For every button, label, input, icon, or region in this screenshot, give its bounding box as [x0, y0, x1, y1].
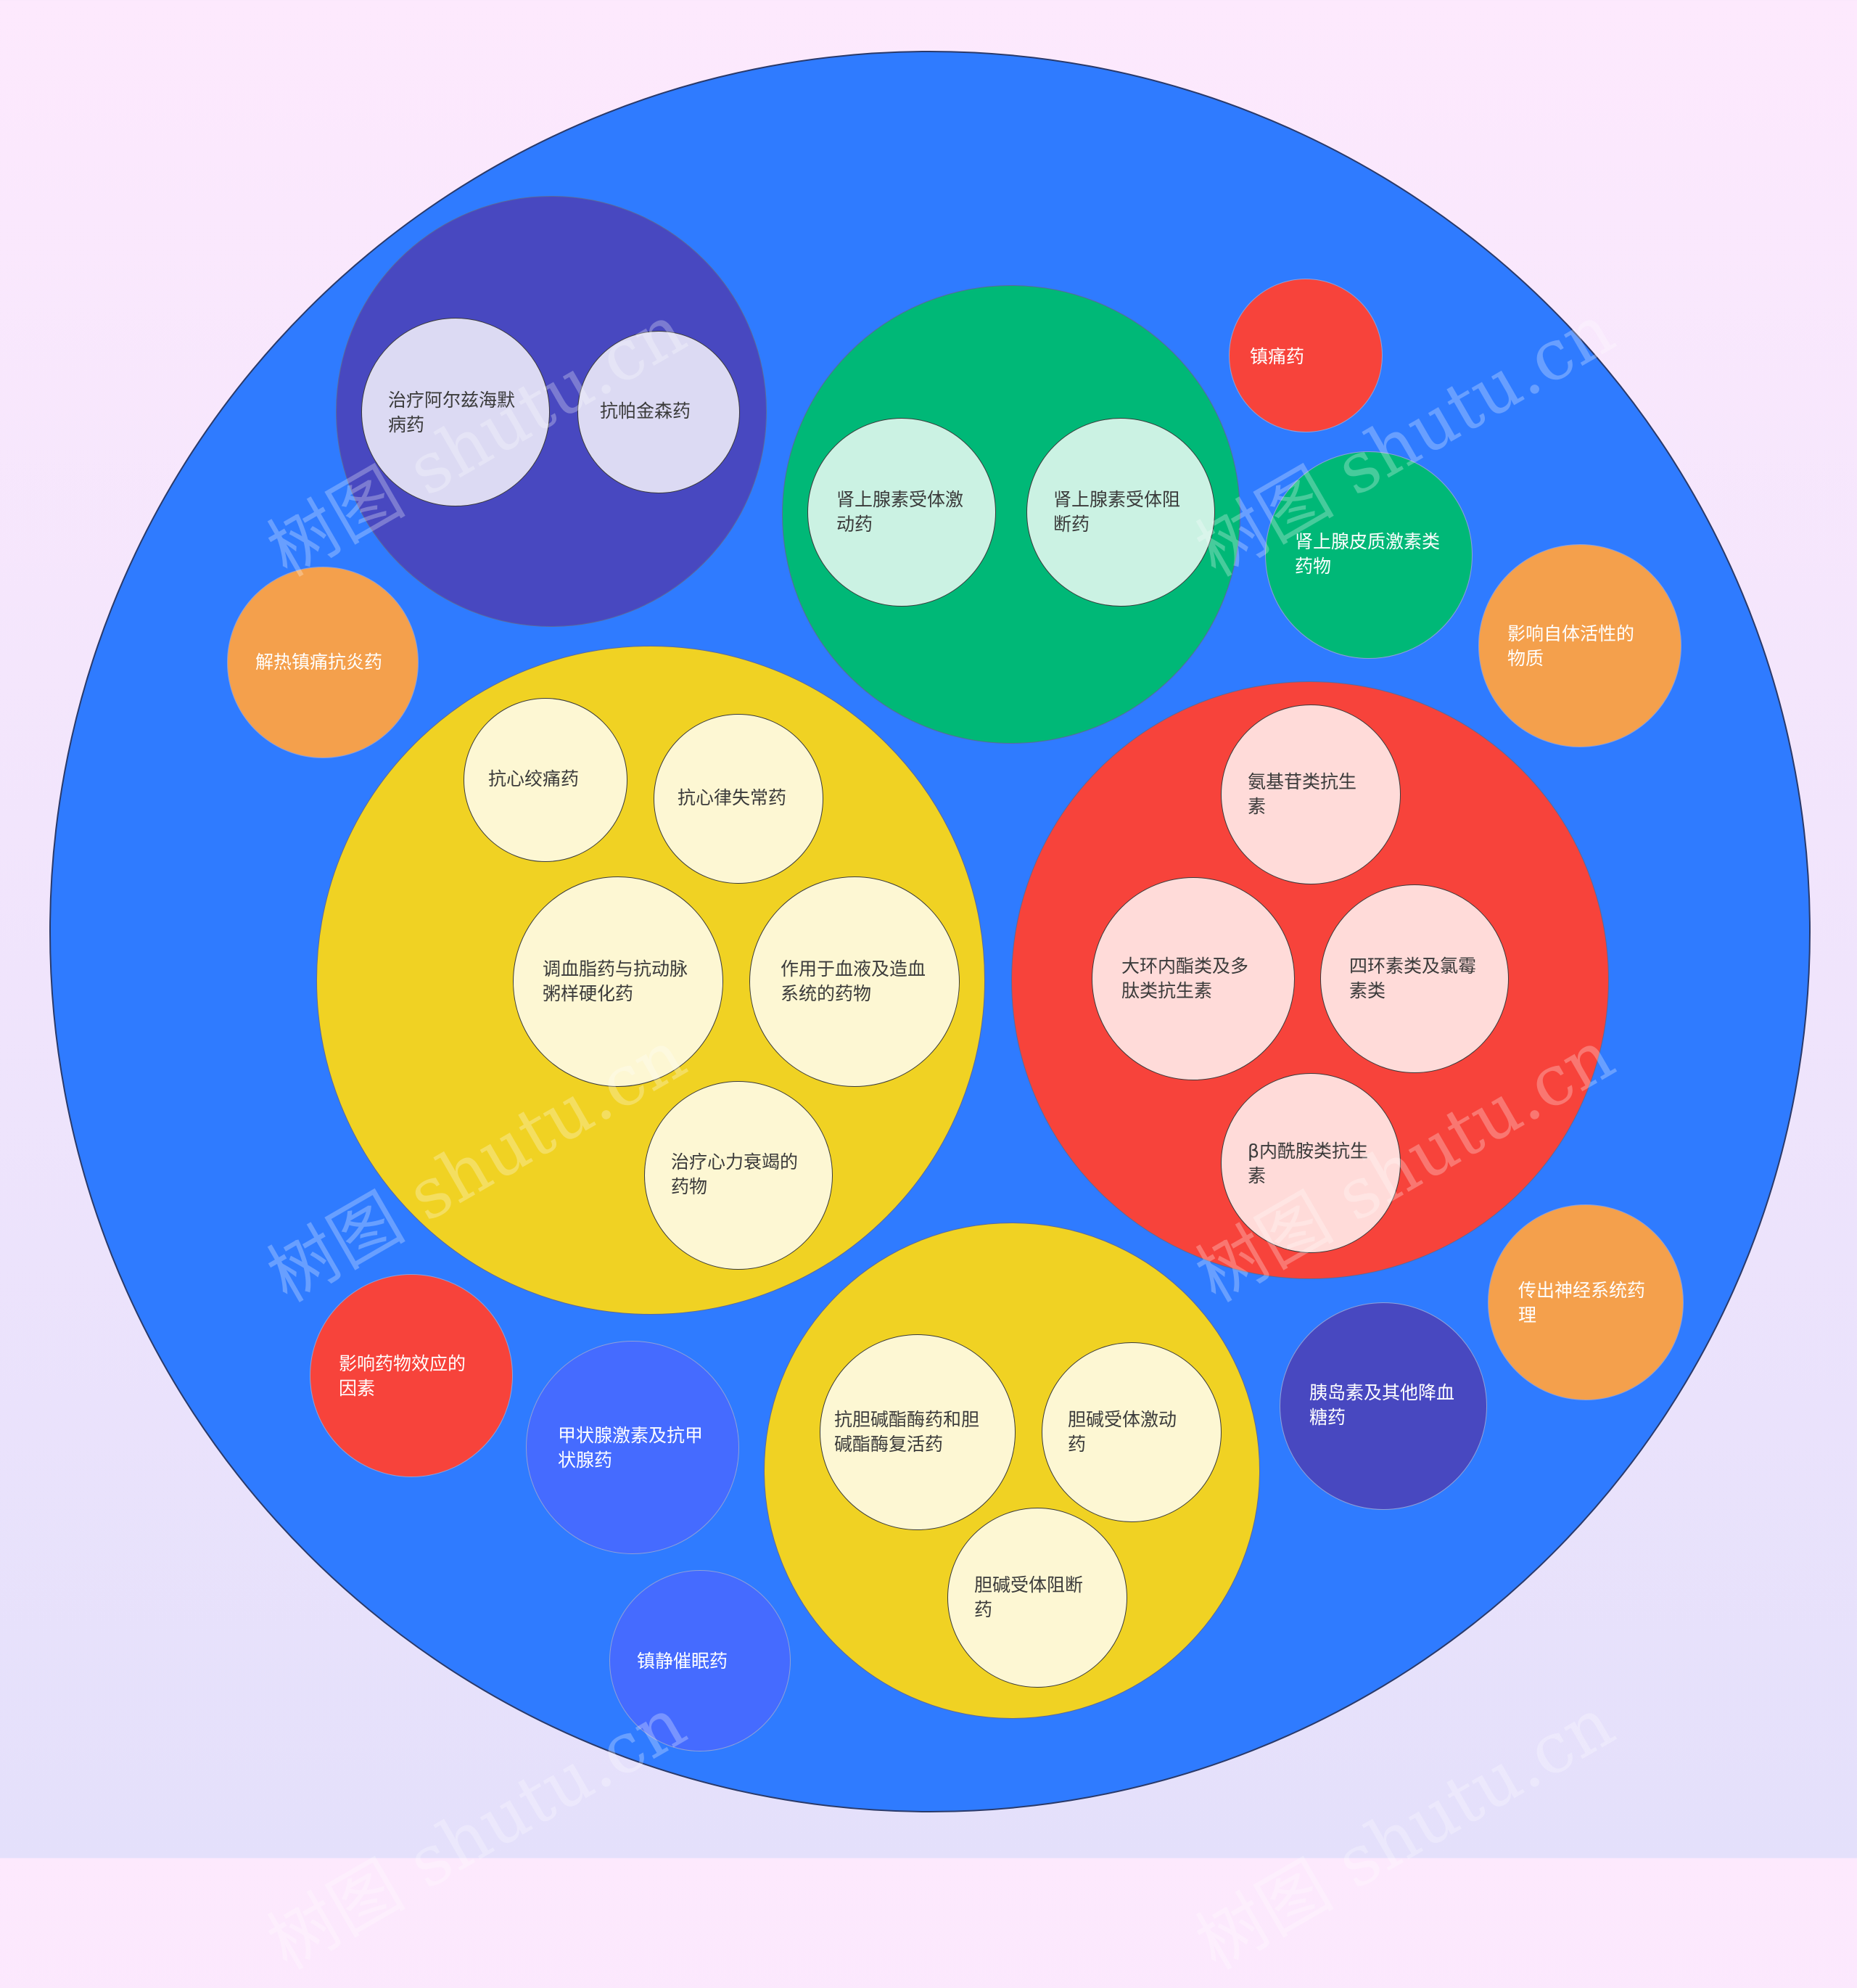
node-label-line: 因素: [339, 1378, 376, 1399]
node-label-line: 解热镇痛抗炎药: [255, 652, 383, 673]
node-label-line: 影响药物效应的: [339, 1353, 466, 1374]
node-label: 肾上腺素受体激动药: [836, 488, 963, 537]
node-label-line: 系统的药物: [781, 983, 872, 1004]
node-label-line: 物质: [1507, 648, 1544, 669]
topic-circle: [1478, 544, 1681, 747]
node-label-line: 素: [1248, 796, 1267, 817]
leaf-circle: [644, 1081, 833, 1270]
node-label-line: 甲状腺激素及抗甲: [558, 1425, 704, 1446]
node-label-line: 肽类抗生素: [1121, 980, 1213, 1001]
node-label: 大环内酯类及多肽类抗生素: [1121, 954, 1248, 1003]
topic-circle: [1265, 451, 1473, 659]
node-label: 抗心绞痛药: [488, 767, 579, 792]
node-label-line: 胰岛素及其他降血: [1309, 1382, 1455, 1403]
node-label-line: 糖药: [1309, 1407, 1346, 1428]
node-label-line: 状腺药: [558, 1450, 613, 1471]
leaf-circle: [1320, 884, 1509, 1073]
leaf-circle: [464, 698, 627, 862]
node-label: 胆碱受体激动药: [1068, 1408, 1177, 1457]
node-label: 治疗心力衰竭的药物: [671, 1150, 798, 1199]
topic-circle: [1488, 1204, 1684, 1400]
leaf-circle: [513, 876, 723, 1087]
node-label-line: 药物: [671, 1176, 708, 1197]
node-label: 影响自体活性的物质: [1507, 622, 1634, 671]
node-label-line: 粥样硬化药: [543, 983, 634, 1004]
node-label: 四环素类及氯霉素类: [1349, 954, 1476, 1003]
topic-circle: [1280, 1302, 1487, 1510]
node-label: 解热镇痛抗炎药: [255, 650, 382, 675]
node-label-line: 病药: [388, 414, 425, 435]
node-label: 肾上腺素受体阻断药: [1053, 488, 1180, 537]
leaf-circle: [1042, 1342, 1222, 1522]
node-label-line: 氨基苷类抗生: [1248, 771, 1357, 792]
node-label-line: 理: [1518, 1305, 1537, 1326]
node-label-line: 作用于血液及造血: [781, 958, 926, 979]
leaf-circle: [947, 1508, 1127, 1688]
node-label-line: β内酰胺类抗生: [1248, 1141, 1368, 1162]
leaf-circle: [749, 876, 960, 1087]
node-label-line: 断药: [1053, 514, 1090, 535]
node-label-line: 肾上腺素受体激: [836, 489, 964, 510]
leaf-circle: [1221, 705, 1401, 884]
node-label-line: 肾上腺素受体阻: [1053, 489, 1181, 510]
node-label-line: 大环内酯类及多: [1121, 956, 1249, 977]
node-label-line: 传出神经系统药: [1518, 1280, 1646, 1301]
node-label: 作用于血液及造血系统的药物: [781, 957, 926, 1006]
node-label-line: 药: [974, 1599, 993, 1620]
node-label-line: 肾上腺皮质激素类: [1295, 531, 1441, 552]
leaf-circle: [1092, 877, 1295, 1080]
node-label-line: 影响自体活性的: [1507, 623, 1635, 644]
leaf-circle: [654, 714, 823, 884]
node-label-line: 药: [1068, 1434, 1087, 1455]
node-label-line: 四环素类及氯霉: [1349, 956, 1477, 977]
node-label-line: 碱酯酶复活药: [834, 1434, 944, 1455]
node-label: 抗心律失常药: [678, 786, 786, 810]
node-label: 镇痛药: [1250, 345, 1304, 369]
node-label-line: 胆碱受体阻断: [974, 1574, 1084, 1595]
topic-circle: [310, 1274, 513, 1477]
node-label: β内酰胺类抗生素: [1248, 1139, 1368, 1188]
node-label: 抗胆碱酯酶药和胆碱酯酶复活药: [834, 1408, 979, 1457]
node-label: 治疗阿尔兹海默病药: [388, 388, 515, 438]
node-label-line: 治疗阿尔兹海默: [388, 390, 516, 411]
leaf-circle: [1221, 1073, 1401, 1253]
node-label: 胆碱受体阻断药: [974, 1573, 1083, 1622]
node-label: 传出神经系统药理: [1518, 1278, 1645, 1328]
node-label-line: 抗心绞痛药: [488, 768, 580, 789]
node-label-line: 镇痛药: [1250, 346, 1305, 367]
leaf-circle: [577, 331, 740, 493]
node-label: 甲状腺激素及抗甲状腺药: [558, 1424, 703, 1473]
topic-circle: [526, 1341, 739, 1554]
node-label: 镇静催眠药: [637, 1649, 728, 1674]
node-label-line: 调血脂药与抗动脉: [543, 958, 688, 979]
node-label-line: 镇静催眠药: [637, 1651, 728, 1672]
node-label-line: 动药: [836, 514, 873, 535]
node-label: 调血脂药与抗动脉粥样硬化药: [543, 957, 688, 1006]
node-label: 抗帕金森药: [600, 399, 691, 424]
leaf-circle: [361, 318, 550, 506]
node-label-line: 药物: [1295, 556, 1332, 577]
leaf-circle: [807, 418, 996, 607]
node-label-line: 治疗心力衰竭的: [671, 1151, 799, 1172]
topic-circle: [609, 1570, 791, 1751]
bubble-diagram: 治疗阿尔兹海默病药 抗帕金森药肾上腺素受体激动药 肾上腺素受体阻断药抗心绞痛药抗心律…: [49, 51, 1811, 1812]
node-label-line: 抗胆碱酯酶药和胆: [834, 1409, 980, 1430]
topic-circle: [227, 567, 419, 758]
node-label-line: 抗帕金森药: [600, 401, 691, 422]
node-label: 胰岛素及其他降血糖药: [1309, 1381, 1454, 1430]
node-label-line: 胆碱受体激动: [1068, 1409, 1177, 1430]
node-label: 肾上腺皮质激素类药物: [1295, 530, 1440, 579]
node-label-line: 素类: [1349, 980, 1386, 1001]
node-label: 氨基苷类抗生素: [1248, 770, 1356, 819]
node-label-line: 素: [1248, 1165, 1267, 1186]
leaf-circle: [820, 1334, 1016, 1530]
node-label: 影响药物效应的因素: [339, 1352, 466, 1401]
leaf-circle: [1026, 418, 1215, 607]
topic-circle: [1229, 279, 1383, 432]
node-label-line: 抗心律失常药: [678, 787, 787, 808]
